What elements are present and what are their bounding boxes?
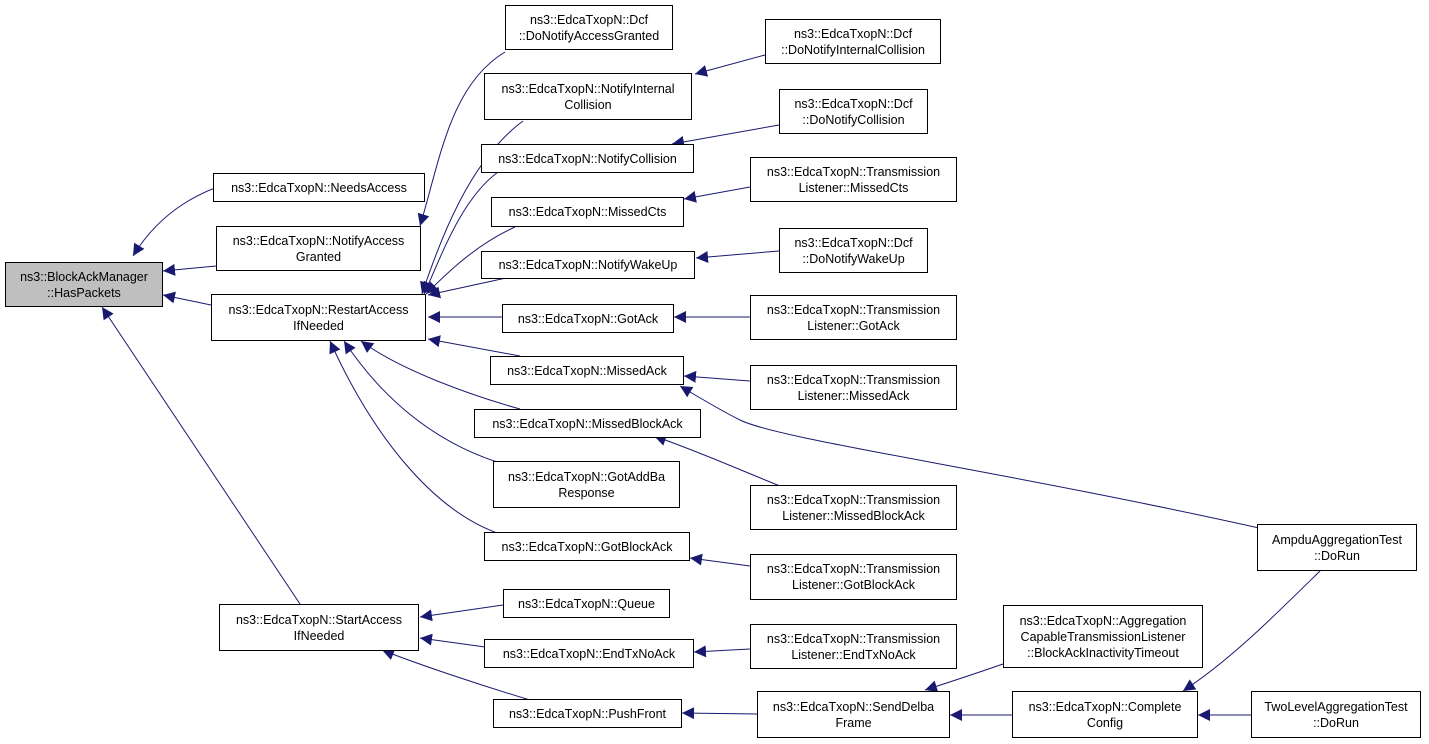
edge-donotifyaccessgranted-to-notifyaccessgranted (417, 51, 506, 227)
node-endtxnoack[interactable]: ns3::EdcaTxopN::EndTxNoAck (484, 639, 694, 668)
edge-restartaccess-to-haspackets (162, 291, 212, 306)
node-queue[interactable]: ns3::EdcaTxopN::Queue (503, 589, 670, 618)
edge-notifyaccessgranted-to-haspackets (162, 263, 217, 276)
edge-pushfront-to-startaccess (381, 648, 531, 701)
edge-senddelba-to-pushfront (681, 707, 758, 720)
node-startaccessifneeded[interactable]: ns3::EdcaTxopN::StartAccess IfNeeded (219, 604, 419, 651)
node-ampduaggregationtest-dorun[interactable]: AmpduAggregationTest ::DoRun (1257, 524, 1417, 571)
edge-gotaddbaresponse-to-restartaccess (343, 340, 498, 463)
edge-endtxnoack-to-startaccess (419, 633, 486, 648)
edge-missedack-to-restartaccess (427, 335, 521, 357)
node-tl-gotblockack[interactable]: ns3::EdcaTxopN::Transmission Listener::G… (750, 554, 957, 600)
node-gotaddbaresponse[interactable]: ns3::EdcaTxopN::GotAddBa Response (493, 461, 680, 508)
node-blockackinactivitytimeout[interactable]: ns3::EdcaTxopN::Aggregation CapableTrans… (1003, 605, 1203, 668)
edge-blockackinactivity-to-senddelba (924, 663, 1004, 693)
node-dcf-donotifycollision[interactable]: ns3::EdcaTxopN::Dcf ::DoNotifyCollision (779, 89, 928, 134)
node-tl-missedcts[interactable]: ns3::EdcaTxopN::Transmission Listener::M… (750, 157, 957, 202)
edge-tl-missedblockack-to-missedblockack (653, 434, 781, 487)
node-restartaccessifneeded[interactable]: ns3::EdcaTxopN::RestartAccess IfNeeded (211, 294, 426, 341)
edge-tl-gotblockack-to-gotblockack (689, 553, 751, 567)
node-notifyinternalcollision[interactable]: ns3::EdcaTxopN::NotifyInternal Collision (484, 73, 692, 120)
edge-startaccess-to-haspackets (101, 306, 301, 605)
edge-notifycollision-to-restartaccess (423, 171, 499, 295)
node-gotack[interactable]: ns3::EdcaTxopN::GotAck (502, 304, 674, 333)
node-twolevelaggregationtest-dorun[interactable]: TwoLevelAggregationTest ::DoRun (1251, 691, 1421, 738)
node-senddelbaframe[interactable]: ns3::EdcaTxopN::SendDelba Frame (757, 691, 950, 738)
node-dcf-donotifyaccessgranted[interactable]: ns3::EdcaTxopN::Dcf ::DoNotifyAccessGran… (505, 5, 673, 50)
edge-gotblockack-to-restartaccess (329, 340, 501, 535)
node-notifyaccessgranted[interactable]: ns3::EdcaTxopN::NotifyAccess Granted (216, 226, 421, 271)
edge-queue-to-startaccess (419, 604, 504, 622)
edge-ampdu-to-completeconfig (1182, 570, 1321, 692)
node-pushfront[interactable]: ns3::EdcaTxopN::PushFront (493, 699, 682, 728)
node-dcf-donotifywakeup[interactable]: ns3::EdcaTxopN::Dcf ::DoNotifyWakeUp (779, 228, 928, 273)
edge-tl-missedcts-to-missedcts (683, 186, 751, 203)
node-haspackets[interactable]: ns3::BlockAckManager ::HasPackets (5, 262, 163, 307)
node-completeconfig[interactable]: ns3::EdcaTxopN::Complete Config (1012, 691, 1198, 738)
edge-notifyinternalcollision-to-restartaccess (420, 120, 524, 295)
node-missedblockack[interactable]: ns3::EdcaTxopN::MissedBlockAck (474, 409, 701, 438)
node-missedcts[interactable]: ns3::EdcaTxopN::MissedCts (491, 197, 684, 227)
node-notifycollision[interactable]: ns3::EdcaTxopN::NotifyCollision (481, 144, 694, 173)
node-tl-missedack[interactable]: ns3::EdcaTxopN::Transmission Listener::M… (750, 365, 957, 410)
edge-tl-endtxnoack-to-endtxnoack (693, 645, 751, 658)
node-dcf-donotifyinternalcollision[interactable]: ns3::EdcaTxopN::Dcf ::DoNotifyInternalCo… (765, 19, 941, 64)
edge-tl-missedack-to-missedack (683, 370, 751, 383)
node-gotblockack[interactable]: ns3::EdcaTxopN::GotBlockAck (484, 532, 690, 561)
node-notifywakeup[interactable]: ns3::EdcaTxopN::NotifyWakeUp (481, 251, 695, 279)
edge-notifywakeup-to-restartaccess (427, 277, 507, 299)
node-missedack[interactable]: ns3::EdcaTxopN::MissedAck (490, 356, 684, 385)
edge-donotifywakeup-to-notifywakeup (695, 250, 780, 263)
edge-missedblockack-to-restartaccess (360, 340, 521, 410)
node-tl-endtxnoack[interactable]: ns3::EdcaTxopN::Transmission Listener::E… (750, 624, 957, 669)
node-tl-missedblockack[interactable]: ns3::EdcaTxopN::Transmission Listener::M… (750, 485, 957, 530)
node-tl-gotack[interactable]: ns3::EdcaTxopN::Transmission Listener::G… (750, 295, 957, 340)
edge-donotifycollision-to-notifycollision (671, 124, 780, 148)
node-needsaccess[interactable]: ns3::EdcaTxopN::NeedsAccess (213, 173, 425, 202)
edge-ampdu-to-missedack (679, 385, 1269, 531)
edge-donotifyinternalcollision-to-notifyinternalcollision (694, 54, 766, 77)
